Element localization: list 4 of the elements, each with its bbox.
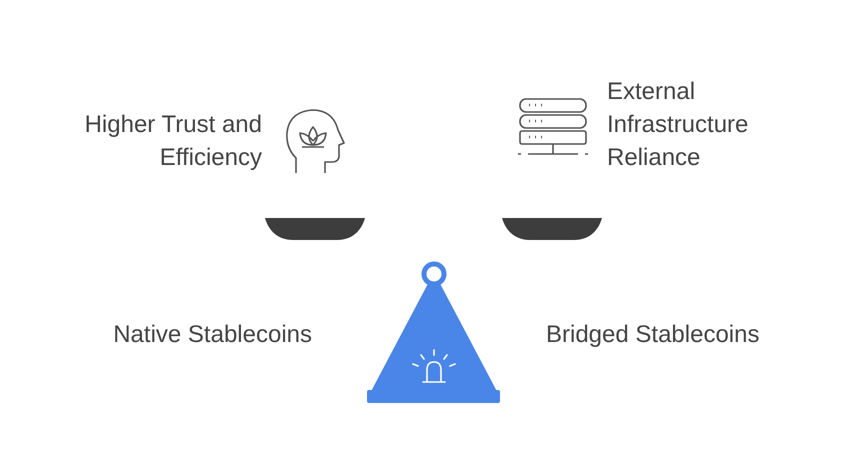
label-text: Higher Trust and Efficiency [84,110,262,173]
label-text: Bridged Stablecoins [546,320,760,350]
label-text: External Infrastructure Reliance [607,77,750,173]
label-text: Native Stablecoins [112,320,312,350]
